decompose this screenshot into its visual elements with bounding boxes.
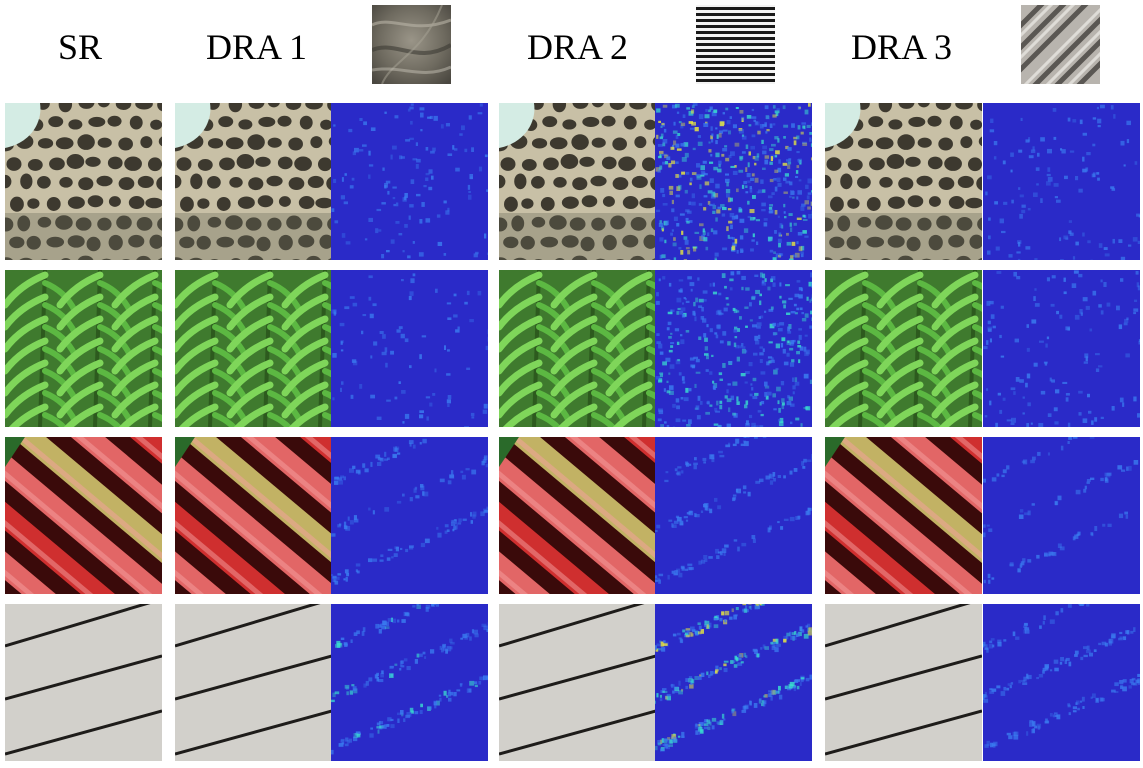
diagonal-stripes-icon — [1009, 0, 1122, 96]
dra2-image-plant — [499, 270, 656, 427]
dra1-error-map-leopard — [331, 103, 488, 260]
header-sr: SR — [58, 27, 103, 67]
sr-image-plant — [5, 270, 162, 427]
dra1-image-plant — [175, 270, 332, 427]
dra1-error-map-plant — [331, 270, 488, 427]
dra3-error-map-leopard — [983, 103, 1140, 260]
dra2-reference-texture — [696, 5, 775, 84]
header-dra3: DRA 3 — [851, 27, 953, 67]
dra2-error-map-plant — [655, 270, 812, 427]
dra2-image-leopard — [499, 103, 656, 260]
dra2-error-map-wall — [655, 604, 812, 761]
fur-texture-icon — [371, 4, 453, 85]
dra1-image-wall — [175, 604, 332, 761]
dra2-image-stripes — [499, 437, 656, 594]
dra1-image-stripes — [175, 437, 332, 594]
dra3-image-wall — [825, 604, 982, 761]
dra3-image-plant — [825, 270, 982, 427]
dra1-reference-texture — [371, 4, 453, 85]
dra3-error-map-plant — [983, 270, 1140, 427]
sr-image-wall — [5, 604, 162, 761]
dra3-error-map-wall — [983, 604, 1140, 761]
dra2-image-wall — [499, 604, 656, 761]
horizontal-stripes-icon — [696, 5, 775, 84]
sr-image-leopard — [5, 103, 162, 260]
dra3-reference-texture — [1009, 0, 1122, 96]
header-dra1: DRA 1 — [206, 27, 308, 67]
dra2-error-map-leopard — [655, 103, 812, 260]
dra1-error-map-stripes — [331, 437, 488, 594]
dra3-image-stripes — [825, 437, 982, 594]
dra1-image-leopard — [175, 103, 332, 260]
dra3-error-map-stripes — [983, 437, 1140, 594]
sr-image-stripes — [5, 437, 162, 594]
dra3-image-leopard — [825, 103, 982, 260]
header-dra2: DRA 2 — [527, 27, 629, 67]
dra1-error-map-wall — [331, 604, 488, 761]
dra2-error-map-stripes — [655, 437, 812, 594]
